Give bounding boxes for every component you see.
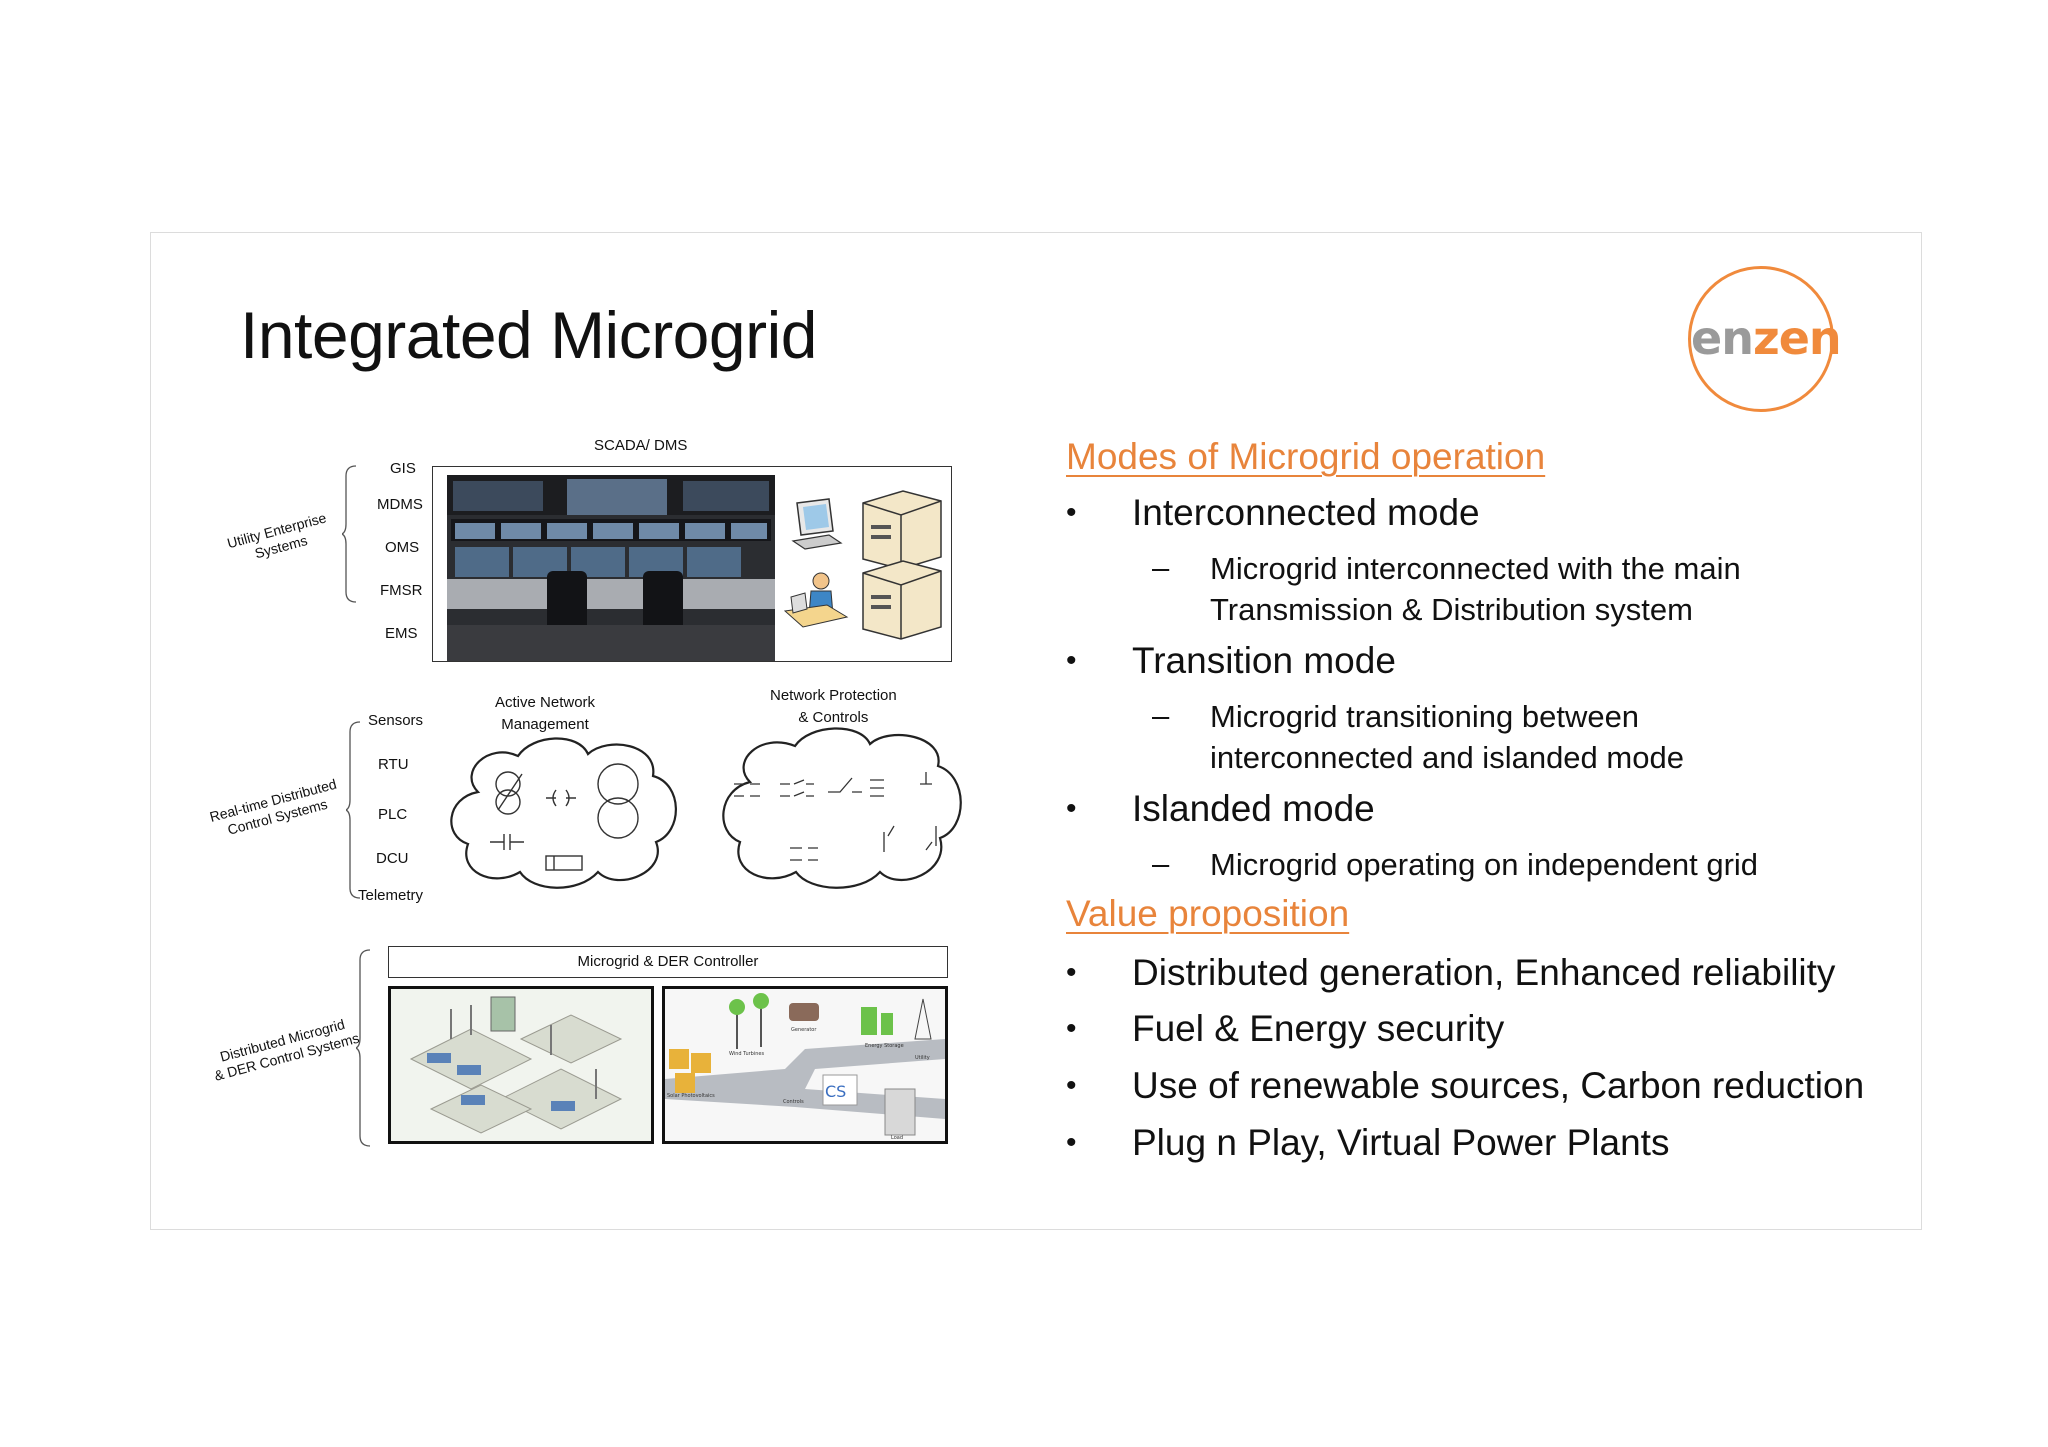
realtime-item-dcu: DCU [376, 850, 409, 867]
bullet-dot: • [1066, 792, 1077, 825]
sub-dash: – [1152, 846, 1170, 881]
realtime-item-sensors: Sensors [368, 712, 424, 729]
utility-item-gis: GIS [390, 460, 416, 477]
modes-heading: Modes of Microgrid operation [1066, 436, 1546, 477]
realtime-item-telemetry: Telemetry [358, 887, 424, 904]
svg-text:Wind Turbines: Wind Turbines [729, 1051, 764, 1057]
computer-icon [791, 498, 843, 550]
svg-text:Generator: Generator [791, 1027, 817, 1033]
server-icon [862, 490, 942, 640]
svg-text:Solar Photovoltaics: Solar Photovoltaics [667, 1093, 715, 1099]
bullet-dot: • [1066, 956, 1077, 989]
utility-item-fmsr: FMSR [380, 582, 423, 599]
scada-label: SCADA/ DMS [594, 437, 688, 454]
svg-text:Energy Storage: Energy Storage [865, 1043, 904, 1049]
sub-dash: – [1152, 698, 1170, 733]
svg-text:CS: CS [825, 1082, 846, 1101]
controller-box: Microgrid & DER Controller [388, 946, 948, 978]
operator-icon [783, 572, 849, 628]
svg-text:Utility: Utility [915, 1055, 930, 1061]
mode-transition-desc: Microgrid transitioning between intercon… [1210, 699, 1684, 775]
active-network-cloud [450, 737, 677, 889]
der-bracket [356, 949, 371, 1147]
realtime-bracket [346, 721, 361, 899]
microgrid-city-image [388, 986, 654, 1144]
utility-item-mdms: MDMS [377, 496, 423, 513]
sub-dash: – [1152, 550, 1170, 585]
realtime-item-rtu: RTU [378, 756, 409, 773]
mode-islanded: Islanded mode [1132, 788, 1375, 829]
mode-interconnected-desc: Microgrid interconnected with the main T… [1210, 551, 1741, 627]
value-item-4: Plug n Play, Virtual Power Plants [1132, 1122, 1670, 1163]
enzen-logo: enzen [1688, 266, 1842, 412]
bullet-dot: • [1066, 496, 1077, 529]
bullet-dot: • [1066, 1012, 1077, 1045]
scada-box [432, 466, 952, 662]
control-room-image [447, 475, 775, 661]
slide-title: Integrated Microgrid [240, 298, 817, 372]
value-item-3: Use of renewable sources, Carbon reducti… [1132, 1065, 1865, 1106]
bullet-dot: • [1066, 644, 1077, 677]
mode-interconnected: Interconnected mode [1132, 492, 1480, 533]
svg-text:Load: Load [891, 1135, 903, 1141]
value-item-1: Distributed generation, Enhanced reliabi… [1132, 952, 1836, 993]
mode-islanded-desc: Microgrid operating on independent grid [1210, 847, 1759, 882]
value-item-2: Fuel & Energy security [1132, 1008, 1505, 1049]
utility-bracket [342, 465, 357, 603]
bullet-dot: • [1066, 1126, 1077, 1159]
der-components-image: CS Wind Turbines Generator Energy Storag… [662, 986, 948, 1144]
network-protection-label: Network Protection& Controls [770, 687, 897, 726]
utility-item-oms: OMS [385, 539, 420, 556]
utility-item-ems: EMS [385, 625, 418, 642]
bullet-dot: • [1066, 1069, 1077, 1102]
mode-transition: Transition mode [1132, 640, 1396, 681]
svg-text:Controls: Controls [783, 1099, 804, 1105]
der-group-label: Distributed Microgrid& DER Control Syste… [212, 1015, 361, 1084]
value-heading: Value proposition [1066, 893, 1350, 934]
realtime-item-plc: PLC [378, 806, 408, 823]
network-protection-cloud [722, 727, 962, 889]
